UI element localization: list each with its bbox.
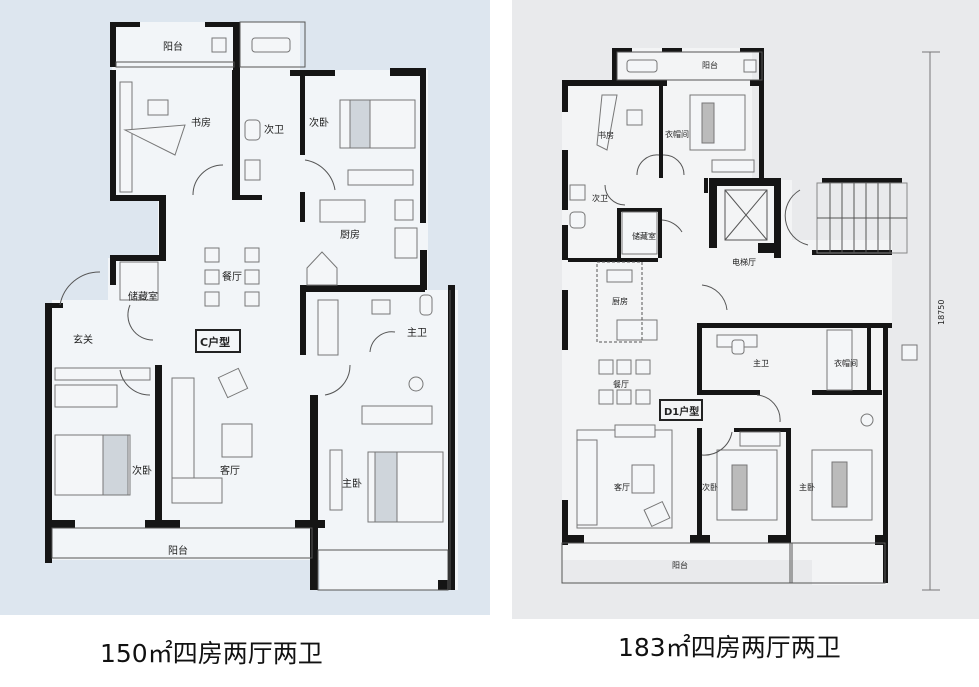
room-label-master-bath: 主卫 [753,358,769,368]
room-label-dining: 餐厅 [613,380,629,389]
room-label-master-bath: 主卫 [407,327,427,339]
room-label-balcony-bottom: 阳台 [672,560,688,570]
floor-plan-c: 阳台 书房 次卫 次卧 厨房 餐厅 储藏室 玄关 主卫 C户型 次卧 客厅 主卧… [0,0,490,615]
room-label-master-bed: 主卧 [799,482,815,492]
room-label-living: 客厅 [614,482,630,492]
room-label-second-bath: 次卫 [592,193,608,203]
room-label-walkin-closet: 衣帽间 [834,358,858,368]
room-label-study: 书房 [598,130,614,140]
floor-plan-c-drawing: 阳台 书房 次卫 次卧 厨房 餐厅 储藏室 玄关 主卫 C户型 次卧 客厅 主卧… [45,21,458,591]
room-label-second-bed-left: 次卧 [132,464,152,477]
room-label-dining: 餐厅 [222,270,242,283]
floor-plan-d1-drawing: 阳台 书房 衣帽间 次卫 储藏室 电梯厅 厨房 餐厅 主卫 衣帽间 D1户型 客… [561,48,946,591]
caption-plan-d1: 183㎡四房两厅两卫 [618,633,841,662]
caption-plan-c: 150㎡四房两厅两卫 [100,639,323,668]
room-label-foyer: 玄关 [73,333,93,346]
room-label-storage: 储藏室 [632,231,656,241]
room-label-storage: 储藏室 [128,290,158,303]
floor-plan-d1: 阳台 书房 衣帽间 次卫 储藏室 电梯厅 厨房 餐厅 主卫 衣帽间 D1户型 客… [512,0,979,619]
room-label-second-bath: 次卫 [264,123,284,136]
room-label-master-bed: 主卧 [342,477,362,490]
room-label-kitchen: 厨房 [340,228,360,241]
plan-type-label-c: C户型 [200,335,230,349]
room-label-study: 书房 [191,116,211,129]
room-label-balcony-top: 阳台 [163,40,183,53]
room-label-kitchen: 厨房 [612,296,628,306]
room-label-second-bed: 次卧 [702,482,718,492]
room-label-walkin-closet-top: 衣帽间 [665,129,689,139]
room-label-second-bed-top: 次卧 [309,116,329,129]
room-label-elevator-lobby: 电梯厅 [732,257,756,267]
dimension-label: 18750 [937,300,946,325]
room-label-balcony-bottom: 阳台 [168,544,188,557]
plan-type-label-d1: D1户型 [664,405,699,418]
room-label-living: 客厅 [220,464,240,477]
room-label-balcony-top: 阳台 [702,60,718,70]
